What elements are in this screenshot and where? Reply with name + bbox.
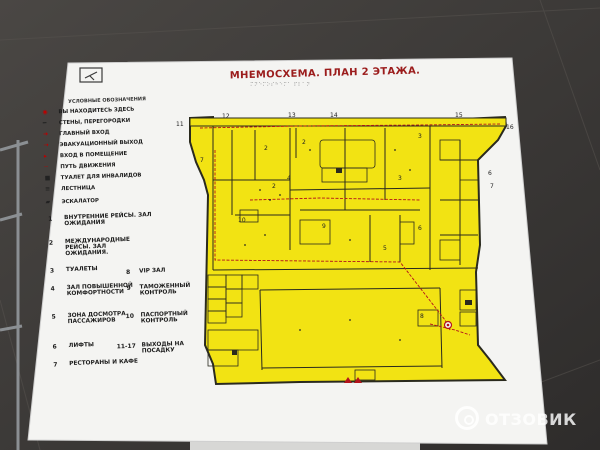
legend-item-label: ЭСКАЛАТОР — [61, 197, 100, 206]
legend-num-label: РЕСТОРАНЫ И КАФЕ — [69, 358, 139, 368]
you-are-here-icon: ◉ — [42, 108, 48, 116]
accessible-toilet-icon: ■ — [44, 174, 51, 182]
legend-num-label: ВЫХОДЫ НА ПОСАДКУ — [141, 341, 185, 355]
legend-num-label: ЗОНА ДОСМОТРА ПАССАЖИРОВ — [67, 311, 126, 326]
legend-item-label: ЭВАКУАЦИОННЫЙ ВЫХОД — [59, 139, 143, 149]
evacuation-exit-icon: ⇢ — [43, 141, 49, 149]
legend-item-label: ТУАЛЕТ ДЛЯ ИНВАЛИДОВ — [60, 172, 142, 182]
room-label: 4 — [287, 175, 291, 182]
gate-label: 13 — [288, 112, 296, 119]
legend-num: 3 — [49, 267, 55, 275]
legend-panel: УСЛОВНЫЕ ОБОЗНАЧЕНИЯ ◉ ВЫ НАХОДИТЕСЬ ЗДЕ… — [38, 95, 191, 390]
watermark-text: ОТЗОВИК — [485, 410, 577, 429]
legend-item-label: СТЕНЫ, ПЕРЕГОРОДКИ — [58, 117, 131, 127]
main-entrance-icon: ➔ — [43, 130, 49, 138]
wall-line-icon: ━ — [42, 119, 47, 127]
path-line-icon: ┄ — [44, 163, 49, 171]
legend-item: ➔ ГЛАВНЫЙ ВХОД — [39, 127, 179, 138]
room-entrance-icon: ▸ — [43, 152, 48, 160]
legend-num: 6 — [52, 343, 57, 351]
legend-item: ━ СТЕНЫ, ПЕРЕГОРОДКИ — [39, 116, 179, 127]
room-label: 2 — [264, 145, 268, 152]
legend-item: ⇢ ЭВАКУАЦИОННЫЙ ВЫХОД — [40, 138, 180, 148]
legend-item: ┄ ПУТЬ ДВИЖЕНИЯ — [40, 160, 180, 170]
legend-num: 9 — [126, 284, 131, 293]
room-label: 7 — [200, 157, 204, 164]
room-label: 2 — [302, 139, 306, 146]
otzovik-watermark: ОТЗОВИК — [455, 400, 595, 440]
stairs-icon: ≡ — [44, 185, 51, 193]
legend-item-label: ПУТЬ ДВИЖЕНИЯ — [60, 162, 116, 171]
legend-num: 8 — [125, 268, 131, 277]
legend-num-label: ВНУТРЕННИЕ РЕЙСЫ. ЗАЛ ОЖИДАНИЯ — [64, 212, 152, 228]
legend-num-label: МЕЖДУНАРОДНЫЕ РЕЙСЫ. ЗАЛ ОЖИДАНИЯ. — [64, 236, 130, 258]
plan-outline — [189, 115, 508, 386]
legend-item: ◉ ВЫ НАХОДИТЕСЬ ЗДЕСЬ — [38, 105, 178, 116]
gate-label: 15 — [455, 112, 463, 119]
legend-item: ≡ ЛЕСТНИЦА — [41, 182, 181, 193]
room-labels: 2 2 7 2 3 3 4 5 6 9 10 6 7 8 — [200, 133, 494, 320]
legend-num: 11-17 — [116, 342, 136, 351]
you-are-here-marker — [443, 320, 453, 330]
room-label: 7 — [490, 183, 494, 190]
room-label: 6 — [488, 170, 492, 177]
legend-item-label: ГЛАВНЫЙ ВХОД — [59, 129, 110, 138]
gate-label: 16 — [506, 124, 514, 131]
legend-num-label: ПАСПОРТНЫЙ КОНТРОЛЬ — [140, 310, 188, 325]
railing — [0, 140, 29, 450]
room-label: 3 — [398, 175, 402, 182]
legend-heading: УСЛОВНЫЕ ОБОЗНАЧЕНИЯ — [67, 96, 147, 105]
legend-item-label: ВЫ НАХОДИТЕСЬ ЗДЕСЬ — [58, 106, 135, 116]
legend-num-label: ЛИФТЫ — [68, 342, 95, 350]
legend-item-label: ЛЕСТНИЦА — [61, 185, 96, 193]
legend-item: ■ ТУАЛЕТ ДЛЯ ИНВАЛИДОВ — [41, 171, 181, 181]
gate-label: 14 — [330, 112, 338, 119]
gate-labels: 11 12 13 14 15 16 — [176, 112, 514, 131]
room-label: 9 — [322, 223, 326, 230]
legend-num-label: VIP ЗАЛ — [138, 267, 166, 275]
legend-num-label: ТАМОЖЕННЫЙ КОНТРОЛЬ — [139, 282, 191, 297]
legend-item: ▰ ЭСКАЛАТОР — [41, 195, 181, 206]
room-label: 10 — [238, 217, 246, 224]
legend-num: 5 — [51, 313, 56, 321]
legend-item-label: ВХОД В ПОМЕЩЕНИЕ — [59, 150, 128, 160]
room-label: 3 — [418, 133, 422, 140]
legend-item: ▸ ВХОД В ПОМЕЩЕНИЕ — [40, 149, 180, 160]
room-label: 8 — [420, 313, 424, 320]
room-label: 2 — [272, 183, 276, 190]
braille-title: ⠍⠝⠑⠍⠕⠎⠓⠑⠍⠁ ⠏⠇⠁⠝ — [250, 82, 311, 88]
room-label: 6 — [418, 225, 422, 232]
otzovik-logo-icon — [455, 406, 479, 430]
escalator-icon: ▰ — [45, 198, 51, 206]
legend-num: 7 — [53, 361, 58, 369]
legend-num: 10 — [125, 312, 135, 321]
legend-num: 1 — [48, 215, 53, 223]
room-label: 5 — [383, 245, 387, 252]
legend-num-label: ТУАЛЕТЫ — [65, 266, 98, 274]
path-lines — [199, 123, 501, 336]
gate-label: 11 — [176, 121, 184, 128]
legend-num: 4 — [50, 285, 55, 293]
legend-num: 2 — [48, 239, 54, 247]
gate-label: 12 — [222, 113, 230, 120]
